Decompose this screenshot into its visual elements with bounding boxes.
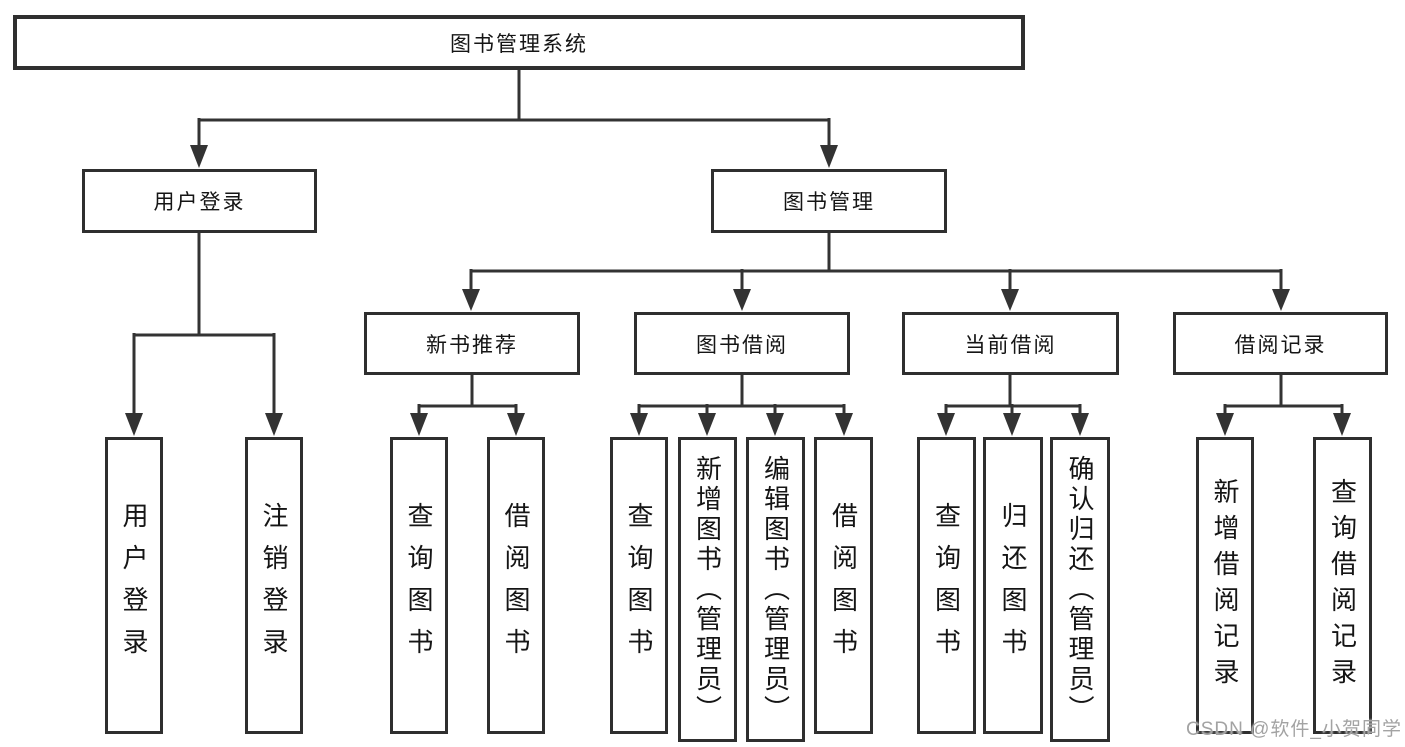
node-label: 借阅记录 [1234,333,1327,357]
leaf-return-book: 归还图书 [983,437,1043,734]
leaf-label: 归还图书 [998,501,1028,670]
node-borrow-records: 借阅记录 [1173,312,1388,375]
connectors-user-login [125,233,283,436]
node-new-book-recommend: 新书推荐 [364,312,580,375]
leaf-confirm-return-admin: 确认归还（管理员） [1050,437,1110,742]
leaf-query-books-2: 查询图书 [610,437,668,734]
node-user-login: 用户登录 [82,169,317,233]
node-label: 图书管理系统 [450,32,588,56]
leaf-label: 借阅图书 [828,501,859,670]
node-book-borrow: 图书借阅 [634,312,850,375]
leaf-logout: 注销登录 [245,437,303,734]
leaf-query-books-3: 查询图书 [917,437,976,734]
node-book-management: 图书管理 [711,169,947,233]
leaf-query-books-1: 查询图书 [390,437,448,734]
leaf-label: 注销登录 [259,501,289,670]
leaf-label: 借阅图书 [501,501,531,670]
leaf-add-borrow-record: 新增借阅记录 [1196,437,1254,734]
node-current-borrow: 当前借阅 [902,312,1119,375]
watermark: CSDN @软件_小贺同学 [1186,719,1402,740]
leaf-user-login: 用户登录 [105,437,163,734]
leaf-label: 确认归还（管理员） [1065,454,1095,725]
leaf-label: 编辑图书（管理员） [760,454,791,725]
connectors-book-borrow [630,375,853,436]
leaf-label: 新增图书（管理员） [692,454,723,725]
leaf-label: 新增借阅记录 [1210,477,1240,694]
node-label: 新书推荐 [426,333,518,357]
leaf-label: 用户登录 [119,501,149,670]
connectors-book-management [462,233,1290,311]
leaf-edit-book-admin: 编辑图书（管理员） [746,437,805,742]
node-label: 图书借阅 [696,333,788,357]
node-label: 当前借阅 [964,333,1057,357]
leaf-query-borrow-record: 查询借阅记录 [1313,437,1372,734]
leaf-add-book-admin: 新增图书（管理员） [678,437,737,742]
leaf-label: 查询图书 [624,501,654,670]
connectors-root [190,70,838,168]
node-label: 用户登录 [153,191,246,214]
leaf-label: 查询图书 [404,501,434,670]
leaf-borrow-books-2: 借阅图书 [814,437,873,734]
leaf-borrow-books-1: 借阅图书 [487,437,545,734]
connectors-current-borrow [937,375,1089,436]
connectors-borrow-records [1216,375,1351,436]
leaf-label: 查询图书 [931,501,962,670]
node-library-management-system: 图书管理系统 [13,15,1025,70]
leaf-label: 查询借阅记录 [1327,477,1358,694]
connectors-new-book [410,375,525,436]
node-label: 图书管理 [783,191,875,214]
